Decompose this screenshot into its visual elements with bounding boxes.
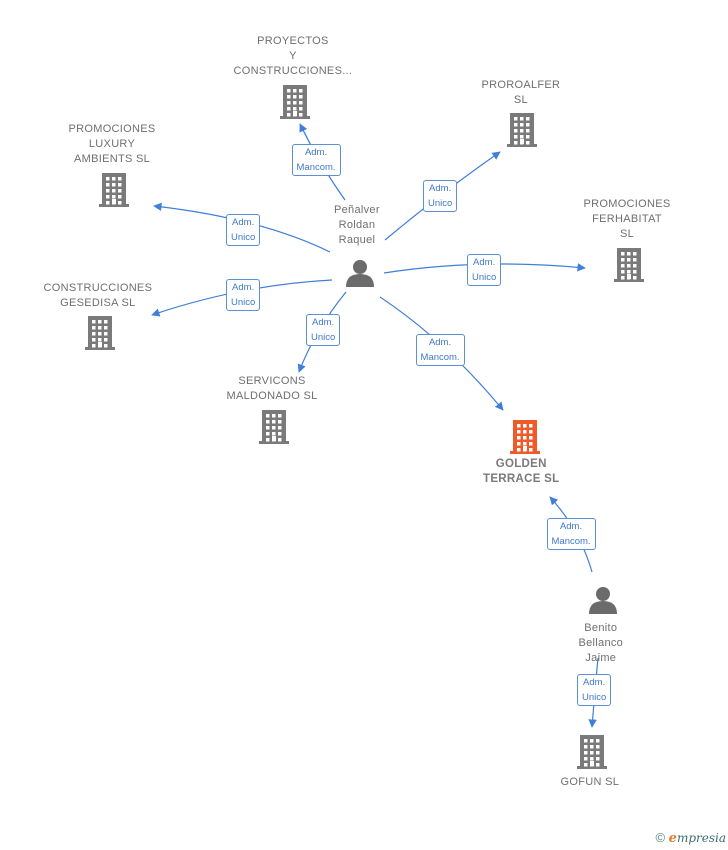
node-label-gofun[interactable]: GOFUN SL — [560, 776, 620, 788]
person-icon-penalver[interactable] — [346, 260, 374, 287]
building-icon-luxury[interactable] — [99, 173, 129, 207]
node-label-golden[interactable]: GOLDEN TERRACE SL — [483, 458, 560, 485]
building-icon-golden[interactable] — [510, 420, 540, 454]
role-badge-benito-gofun[interactable]: Adm. Unico — [577, 674, 612, 706]
node-label-luxury[interactable]: PROMOCIONES LUXURY AMBIENTS SL — [68, 123, 156, 165]
copyright-icon: © — [655, 830, 666, 845]
role-badge-penalver-proyectos[interactable]: Adm. Mancom. — [291, 144, 341, 176]
node-label-proroalfer[interactable]: PROROALFER SL — [481, 79, 561, 106]
node-label-gesedisa[interactable]: CONSTRUCCIONES GESEDISA SL — [43, 282, 153, 309]
building-icon-proroalfer[interactable] — [507, 113, 537, 147]
role-badge-penalver-golden[interactable]: Adm. Mancom. — [415, 334, 465, 366]
building-icon-proyectos[interactable] — [280, 85, 310, 119]
person-icon-benito[interactable] — [589, 587, 617, 614]
empresia-watermark: © empresia — [655, 830, 726, 846]
building-icon-gofun[interactable] — [577, 735, 607, 769]
empresia-logo-text: mpresia — [676, 831, 726, 845]
empresia-logo-initial: e — [668, 831, 677, 846]
role-badge-penalver-gesedisa[interactable]: Adm. Unico — [226, 279, 261, 311]
role-badge-penalver-luxury[interactable]: Adm. Unico — [226, 214, 261, 246]
node-label-ferhabitat[interactable]: PROMOCIONES FERHABITAT SL — [583, 198, 671, 240]
role-badge-penalver-ferhabitat[interactable]: Adm. Unico — [467, 254, 502, 286]
role-badge-penalver-servicons[interactable]: Adm. Unico — [306, 314, 341, 346]
role-badge-benito-golden[interactable]: Adm. Mancom. — [546, 518, 596, 550]
role-badge-penalver-proroalfer[interactable]: Adm. Unico — [423, 180, 458, 212]
building-icon-servicons[interactable] — [259, 410, 289, 444]
building-icon-gesedisa[interactable] — [85, 316, 115, 350]
node-label-penalver[interactable]: Peñalver Roldan Raquel — [334, 204, 380, 246]
node-label-servicons[interactable]: SERVICONS MALDONADO SL — [226, 375, 318, 402]
node-label-benito[interactable]: Benito Bellanco Jaime — [578, 622, 624, 664]
node-label-proyectos[interactable]: PROYECTOS Y CONSTRUCCIONES... — [233, 35, 353, 77]
building-icon-ferhabitat[interactable] — [614, 248, 644, 282]
